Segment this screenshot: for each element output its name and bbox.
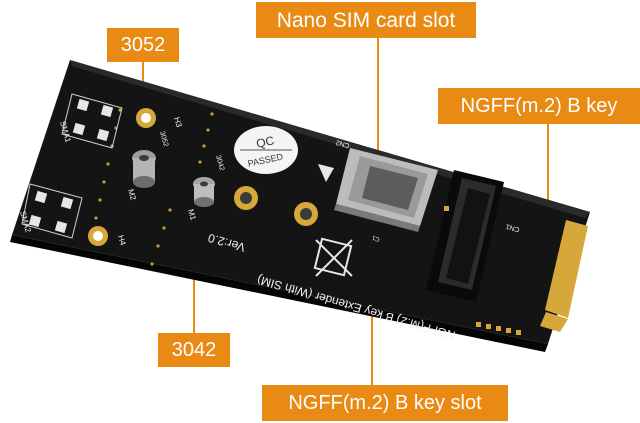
silk-c1: C1	[371, 234, 381, 242]
gold-edge-connector	[540, 220, 588, 332]
callout-ngff-b-key-slot: NGFF(m.2) B key slot	[262, 385, 508, 421]
weee-bin-icon	[313, 237, 353, 277]
silk-3042: 3042	[214, 155, 225, 172]
silk-h3: H3	[172, 116, 184, 129]
small-pads	[444, 206, 521, 335]
qc-passed-sticker	[234, 126, 298, 174]
m2-key-slot-connector	[426, 170, 504, 302]
sma2-pad-group	[28, 190, 74, 234]
qc-label: QC	[255, 133, 276, 151]
callout-3052: 3052	[107, 28, 179, 62]
nano-sim-slot	[334, 148, 438, 232]
standoff-3042	[193, 177, 215, 207]
callout-nano-sim-card-slot: Nano SIM card slot	[256, 2, 476, 38]
sma1-pad-group	[72, 98, 114, 142]
silk-h4: H4	[116, 234, 128, 247]
standoff-3052	[132, 150, 156, 188]
arrow-down-icon	[318, 164, 334, 182]
mounting-holes	[88, 108, 318, 246]
silk-m2: M2	[126, 188, 138, 202]
silk-cn2: CN2	[335, 138, 350, 149]
callout-ngff-b-key: NGFF(m.2) B key	[438, 88, 640, 124]
silk-3052: 3052	[158, 131, 169, 148]
callout-3042: 3042	[158, 333, 230, 367]
silk-cn1: CN1	[505, 222, 520, 233]
sma2-outline	[21, 183, 83, 239]
sma1-outline	[61, 93, 123, 149]
silk-m1: M1	[186, 208, 198, 222]
